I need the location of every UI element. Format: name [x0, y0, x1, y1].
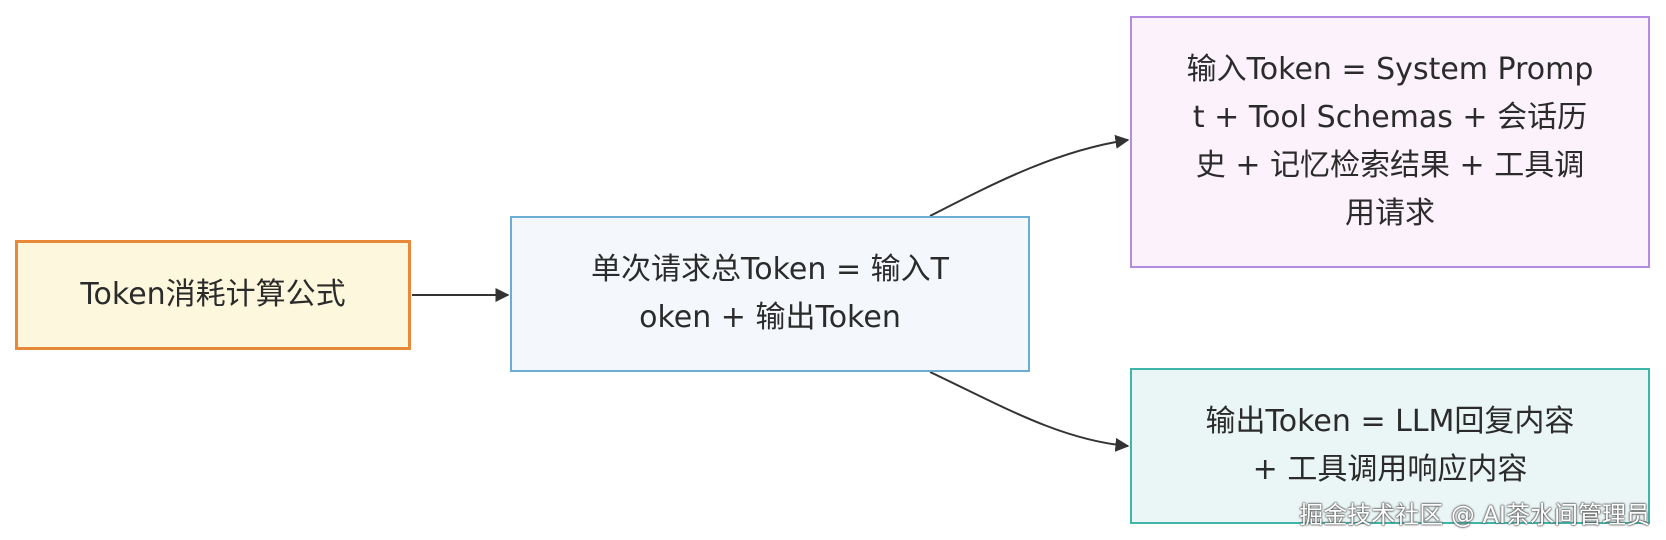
node-output-tokens: 输出Token = LLM回复内容 + 工具调用响应内容	[1130, 368, 1650, 524]
edge-total-to-output	[929, 371, 1130, 452]
node-input-tokens: 输入Token = System Prompt + Tool Schemas +…	[1130, 16, 1650, 268]
node-total-tokens: 单次请求总Token = 输入Token + 输出Token	[510, 216, 1030, 372]
node-token-formula-label: Token消耗计算公式	[80, 277, 346, 312]
node-output-tokens-label: 输出Token = LLM回复内容 + 工具调用响应内容	[1205, 404, 1575, 487]
edge-total-to-input	[929, 134, 1130, 217]
watermark: 掘金技术社区 @ AI茶水间管理员	[1299, 501, 1650, 529]
node-token-formula: Token消耗计算公式	[15, 240, 411, 350]
node-input-tokens-label: 输入Token = System Prompt + Tool Schemas +…	[1186, 52, 1594, 231]
node-total-tokens-label: 单次请求总Token = 输入Token + 输出Token	[591, 252, 949, 335]
